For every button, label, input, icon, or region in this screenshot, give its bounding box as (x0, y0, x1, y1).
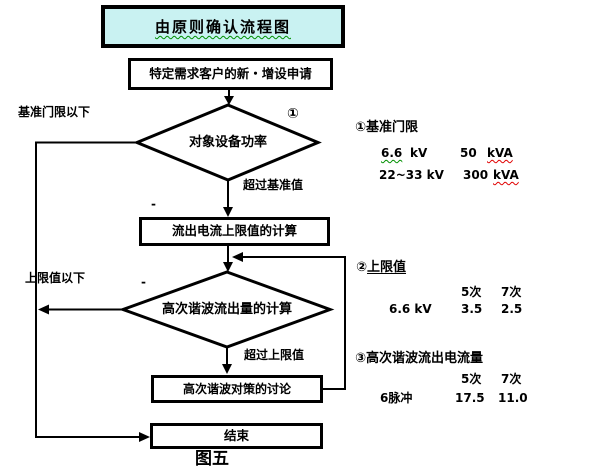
panel3-heading: ③高次谐波流出电流量 (355, 351, 484, 366)
decision1-label: 对象设备功率 (188, 135, 267, 150)
end-box-label: 结束 (223, 427, 249, 443)
panel2-heading-prefix: ② (356, 260, 368, 275)
arrowhead-feedback-in (232, 252, 243, 262)
panel2-heading-text: 上限值 (367, 260, 407, 275)
arrowhead-decision2-in (223, 262, 233, 272)
panel1-heading: ①基准门限 (355, 120, 419, 135)
figure-caption: 图五 (195, 449, 229, 469)
arrowhead-decision1-in (224, 96, 234, 105)
panel1-row2-voltage: 22~33 kV (379, 168, 444, 182)
process2-box: 高次谐波对策的讨论 (151, 375, 323, 403)
arrowhead-process1-in (223, 207, 233, 217)
branch-label-below-limit: 上限值以下 (25, 271, 86, 285)
panel3-col2-header: 7次 (501, 372, 522, 386)
stray-dash-1: - (151, 197, 156, 211)
panel1-row2-value: 300 (463, 168, 489, 182)
decision2-label: 高次谐波流出量的计算 (161, 302, 292, 317)
process1-label: 流出电流上限值的计算 (171, 223, 297, 239)
panel2-col2-header: 7次 (501, 285, 522, 299)
arrowhead-process2-in (222, 364, 232, 374)
panel1-row1-value: 50 (460, 146, 477, 160)
panel3-row-value2: 11.0 (498, 391, 528, 405)
panel3-row-value1: 17.5 (455, 391, 485, 405)
panel2-col1-header: 5次 (461, 285, 482, 299)
branch-label-exceed-threshold: 超过基准值 (243, 178, 304, 192)
title-box: 由原则确认流程图 (101, 5, 345, 48)
panel1-row1-voltage: 6.6 (381, 146, 403, 160)
process2-label: 高次谐波对策的讨论 (182, 382, 291, 396)
panel2-heading: ②上限值 (356, 261, 406, 274)
panel3-col1-header: 5次 (461, 372, 482, 386)
panel3-row-label: 6脉冲 (380, 391, 413, 405)
stray-dash-2: - (141, 275, 146, 289)
branch-label-exceed-limit: 超过上限值 (244, 348, 305, 362)
decision1-ref-marker: ① (287, 106, 299, 122)
panel1-row1-voltage-unit: kV (410, 146, 428, 160)
process1-box: 流出电流上限值的计算 (139, 217, 330, 246)
panel1-row1-value-unit: kVA (487, 146, 513, 160)
start-box: 特定需求客户的新・增设申请 (128, 58, 333, 90)
panel2-row-value1: 3.5 (461, 302, 483, 316)
end-box: 结束 (150, 423, 323, 449)
line-decision1-no-to-end (35, 141, 141, 438)
page-title: 由原则确认流程图 (154, 18, 291, 36)
panel1-row2-value-unit: kVA (493, 168, 519, 182)
arrowhead-end-in (139, 432, 150, 442)
arrowhead-decision2-no (38, 304, 49, 315)
line-feedback-loop (241, 256, 346, 390)
panel2-row-value2: 2.5 (501, 302, 523, 316)
start-box-label: 特定需求客户的新・增设申请 (149, 65, 312, 81)
panel2-row-label: 6.6 kV (389, 302, 432, 316)
branch-label-below-threshold: 基准门限以下 (18, 105, 91, 119)
